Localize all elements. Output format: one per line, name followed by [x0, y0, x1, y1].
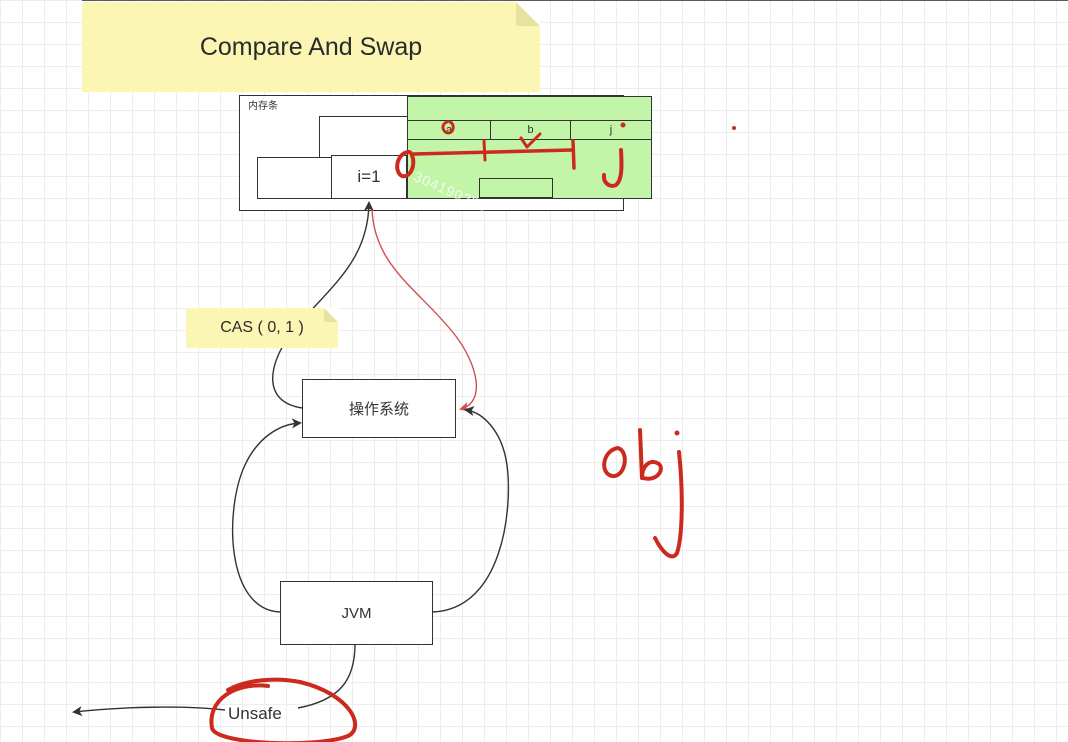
memory-cell-upper[interactable] [319, 116, 409, 160]
hand-obj-b [638, 428, 663, 481]
top-border-line [82, 0, 1068, 1]
jvm-label: JVM [341, 604, 372, 622]
operating-system-box[interactable]: 操作系统 [302, 379, 456, 438]
hand-stray-dot [732, 126, 736, 130]
os-to-memory-arrow [272, 201, 374, 409]
hand-obj-o [602, 446, 627, 478]
memory-cell-i-value: i=1 [357, 167, 381, 186]
object-lower-frame [479, 178, 553, 198]
unsafe-outgoing-arrow [72, 706, 226, 717]
object-field-b[interactable]: b [490, 120, 571, 140]
title-text: Compare And Swap [199, 32, 423, 61]
hand-obj-j [653, 450, 684, 559]
memory-cell-left[interactable] [257, 157, 335, 199]
object-field-j-label: j [609, 124, 613, 136]
memory-stick-label: 内存条 [248, 101, 278, 112]
object-field-b-label: b [527, 124, 534, 136]
object-field-a[interactable]: a [407, 120, 491, 140]
jvm-to-os-arrow-right [431, 406, 510, 613]
object-field-j[interactable]: j [570, 120, 652, 140]
operating-system-label: 操作系统 [348, 401, 409, 418]
hand-obj-j-dot [674, 430, 680, 436]
jvm-box[interactable]: JVM [280, 581, 433, 645]
object-field-a-label: a [445, 124, 453, 136]
memory-cell-i[interactable]: i=1 [331, 155, 407, 199]
note-fold-corner [324, 308, 338, 322]
cas-note-text: CAS ( 0, 1 ) [220, 319, 304, 336]
unsafe-label[interactable]: Unsafe [228, 704, 282, 723]
title-note[interactable]: Compare And Swap [82, 2, 540, 92]
cas-note[interactable]: CAS ( 0, 1 ) [186, 308, 338, 348]
note-fold-corner [516, 2, 540, 26]
jvm-to-unsafe-line [297, 643, 356, 709]
